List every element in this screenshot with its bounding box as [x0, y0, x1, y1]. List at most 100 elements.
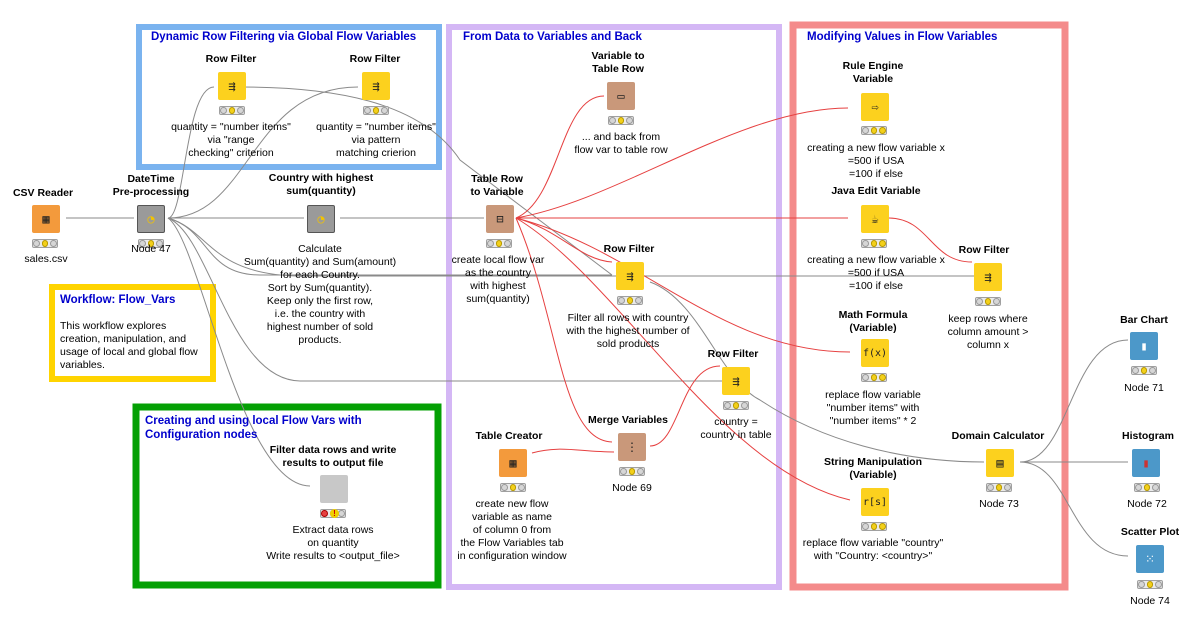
node-title-datetime: DateTime Pre-processing — [112, 173, 190, 198]
node-label-java-edit: creating a new flow variable x =500 if U… — [807, 254, 945, 292]
annotation-modifying-title: Modifying Values in Flow Variables — [807, 31, 998, 43]
connection-datetime-rowfilter5 — [167, 217, 975, 277]
filter-arrows-icon: ⇶ — [228, 79, 236, 93]
merge-vars-node[interactable]: ⋮ — [618, 433, 646, 461]
node-title-rowfilter-4: Row Filter — [707, 348, 759, 360]
node-status-domain-calc — [986, 483, 1012, 492]
node-status-rowfilter-2 — [363, 106, 389, 115]
annotation-workflow-frame — [49, 284, 216, 382]
row-filter-2-node[interactable]: ⇶ — [362, 72, 390, 100]
histogram-icon: ▮ — [1142, 456, 1150, 470]
annotation-data-to-vars-title: From Data to Variables and Back — [463, 31, 642, 43]
connection-rowfilter3-domain — [649, 281, 985, 463]
annotation-dynamic-frame — [136, 24, 442, 170]
string-manip-node[interactable]: r[s] — [861, 488, 889, 516]
warning-icon: ! — [330, 509, 339, 518]
var-to-table-row-node[interactable]: ▭ — [607, 82, 635, 110]
connection-datetime-rowfilter1 — [167, 86, 215, 219]
node-label-rule-engine: creating a new flow variable x =500 if U… — [807, 142, 945, 180]
node-label-var-to-table-row: ... and back from flow var to table row — [574, 131, 668, 156]
row-filter-4-node[interactable]: ⇶ — [722, 367, 750, 395]
java-icon: ☕ — [871, 212, 879, 226]
varconn-merge-rowfilter4 — [649, 365, 721, 447]
connection-datetime-rowfilter2 — [167, 86, 359, 219]
node-title-var-to-table-row: Variable to Table Row — [591, 50, 645, 75]
connection-domain-scatter — [1019, 461, 1129, 557]
node-title-java-edit: Java Edit Variable — [831, 185, 921, 197]
node-title-rowfilter-3: Row Filter — [603, 243, 655, 255]
node-label-filter-write: Extract data rows on quantity Write resu… — [266, 524, 400, 562]
node-title-bar-chart: Bar Chart — [1120, 314, 1168, 326]
row-filter-5-node[interactable]: ⇶ — [974, 263, 1002, 291]
annotation-workflow-text: This workflow explores creation, manipul… — [60, 320, 198, 371]
csv-reader-node[interactable]: ▦ — [32, 205, 60, 233]
node-label-rowfilter-2: quantity = "number items" via pattern ma… — [316, 121, 436, 159]
row-filter-1-node[interactable]: ⇶ — [218, 72, 246, 100]
table-creator-node[interactable]: ▦ — [499, 449, 527, 477]
merge-icon: ⋮ — [626, 440, 638, 454]
node-label-datetime: Node 47 — [131, 243, 171, 255]
filter-write-node[interactable] — [320, 475, 348, 503]
node-status-csv-reader — [32, 239, 58, 248]
table-icon: ▦ — [42, 212, 50, 226]
varconn-tablerow-string — [515, 217, 851, 501]
node-label-math-formula: replace flow variable "number items" wit… — [825, 389, 921, 427]
string-icon: r[s] — [862, 496, 888, 508]
node-status-rowfilter-4 — [723, 401, 749, 410]
math-formula-node[interactable]: f(x) — [861, 339, 889, 367]
node-label-histogram: Node 72 — [1127, 498, 1167, 510]
annotation-creating-frame — [132, 403, 442, 589]
node-status-java-edit — [861, 239, 887, 248]
node-status-histogram — [1134, 483, 1160, 492]
node-status-rowfilter-1 — [219, 106, 245, 115]
node-label-bar-chart: Node 71 — [1124, 382, 1164, 394]
java-edit-node[interactable]: ☕ — [861, 205, 889, 233]
varconn-tablerow-rowfilter3 — [515, 217, 613, 263]
table-row-to-var-node[interactable]: ⊟ — [486, 205, 514, 233]
filter-arrows-icon: ⇶ — [984, 270, 992, 284]
filter-arrows-icon: ⇶ — [372, 79, 380, 93]
row-filter-3-node[interactable]: ⇶ — [616, 262, 644, 290]
node-title-rowfilter-5: Row Filter — [958, 244, 1010, 256]
connection-datetime-filterwrite — [167, 217, 311, 487]
node-label-domain-calc: Node 73 — [979, 498, 1019, 510]
varconn-tablerow-merge — [515, 217, 613, 443]
annotation-creating-title: Creating and using local Flow Vars with … — [145, 415, 362, 441]
connection-datetime-rowfilter4 — [167, 217, 735, 382]
rule-engine-node[interactable]: ⇨ — [861, 93, 889, 121]
node-title-rowfilter-2: Row Filter — [349, 53, 401, 65]
node-title-histogram: Histogram — [1122, 430, 1174, 442]
annotation-modifying-frame — [789, 21, 1069, 591]
varconn-java-rowfilter5 — [887, 217, 973, 263]
node-label-table-creator: create new flow variable as name of colu… — [457, 498, 567, 562]
node-status-table-row-to-var — [486, 239, 512, 248]
node-status-bar-chart — [1131, 366, 1157, 375]
bar-chart-node[interactable]: ▮ — [1130, 332, 1158, 360]
var-to-table-icon: ▭ — [617, 89, 625, 103]
country-highest-node[interactable]: ◔ — [307, 205, 335, 233]
table-to-var-icon: ⊟ — [496, 212, 504, 226]
node-status-merge-vars — [619, 467, 645, 476]
varconn-tablerow-rule — [515, 107, 849, 219]
node-label-rowfilter-3: Filter all rows with country with the hi… — [566, 312, 690, 350]
histogram-node[interactable]: ▮ — [1132, 449, 1160, 477]
varconn-tablecreator-merge — [531, 448, 615, 454]
node-status-rule-engine — [861, 126, 887, 135]
node-title-rule-engine: Rule Engine Variable — [842, 60, 904, 85]
node-label-rowfilter-5: keep rows where column amount > column x — [947, 313, 1029, 351]
annotation-workflow-title: Workflow: Flow_Vars — [60, 294, 176, 306]
node-title-csv-reader: CSV Reader — [12, 187, 74, 199]
node-label-table-row-to-var: create local flow var as the country wit… — [451, 254, 545, 305]
domain-calc-node[interactable]: ▤ — [986, 449, 1014, 477]
node-status-math-formula — [861, 373, 887, 382]
datetime-node[interactable]: ◔ — [137, 205, 165, 233]
node-status-rowfilter-3 — [617, 296, 643, 305]
fx-icon: f(x) — [862, 347, 888, 359]
scatter-icon: ⁙ — [1144, 552, 1156, 566]
scatter-plot-node[interactable]: ⁙ — [1136, 545, 1164, 573]
connection-rowfilter-path — [239, 86, 613, 276]
node-title-string-manip: String Manipulation (Variable) — [824, 456, 922, 481]
node-label-country-highest: Calculate Sum(quantity) and Sum(amount) … — [243, 243, 397, 346]
rule-icon: ⇨ — [871, 100, 879, 114]
